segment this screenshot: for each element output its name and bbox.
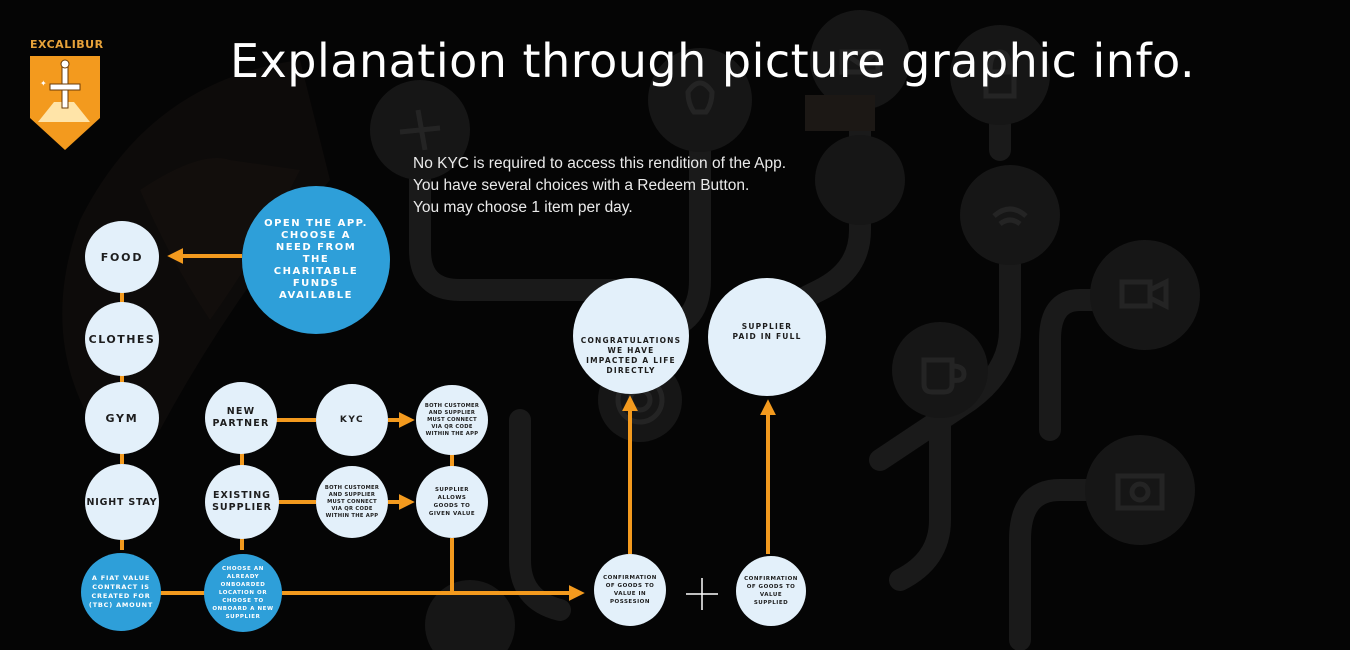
lock-circle-icon [950,25,1050,125]
plus-icon [686,578,718,610]
briefcase-circle-icon [425,580,515,650]
node-clothes: CLOTHES [85,302,159,376]
node-confirm-possession: CONFIRMATION OF GOODS TO VALUE IN POSSES… [594,554,666,626]
node-supplier-allows: SUPPLIER ALLOWS GOODS TO GIVEN VALUE [416,466,488,538]
wifi-circle-icon [960,165,1060,265]
node-choose-onboarded: CHOOSE AN ALREADY ONBOARDED LOCATION OR … [204,554,282,632]
music-circle-icon [815,135,905,225]
coffee-circle-icon [892,322,988,418]
node-congratulations: CONGRATULATIONS WE HAVE IMPACTED A LIFE … [573,278,689,394]
photo-circle-icon [1085,435,1195,545]
node-connect-qr-2: BOTH CUSTOMER AND SUPPLIER MUST CONNECT … [316,466,388,538]
brand-name: EXCALIBUR [30,38,104,51]
node-new-partner: NEW PARTNER [205,382,277,454]
page-title: Explanation through picture graphic info… [230,34,1196,88]
node-supplier-paid: SUPPLIER PAID IN FULL [708,278,826,396]
node-open-app: OPEN THE APP. CHOOSE A NEED FROM THE CHA… [242,186,390,334]
node-kyc: KYC [316,384,388,456]
node-existing-supplier: EXISTING SUPPLIER [205,465,279,539]
excalibur-logo: ✦ [30,56,100,150]
node-night-stay: NIGHT STAY [85,464,159,540]
info-line-3: You may choose 1 item per day. [413,199,633,216]
node-confirm-supplied: CONFIRMATION OF GOODS TO VALUE SUPPLIED [736,556,806,626]
lightbulb-circle-icon [648,48,752,152]
node-gym: GYM [85,382,159,454]
info-line-1: No KYC is required to access this rendit… [413,155,787,172]
node-fiat-contract: A FIAT VALUE CONTRACT IS CREATED FOR (TB… [81,553,161,631]
info-text: No KYC is required to access this rendit… [413,153,831,219]
mail-circle-icon [810,10,910,110]
node-food: FOOD [85,221,159,293]
node-connect-qr-1: BOTH CUSTOMER AND SUPPLIER MUST CONNECT … [416,385,488,455]
svg-text:✦: ✦ [40,79,47,88]
info-line-2: You have several choices with a Redeem B… [413,177,750,194]
camera-circle-icon [1090,240,1200,350]
